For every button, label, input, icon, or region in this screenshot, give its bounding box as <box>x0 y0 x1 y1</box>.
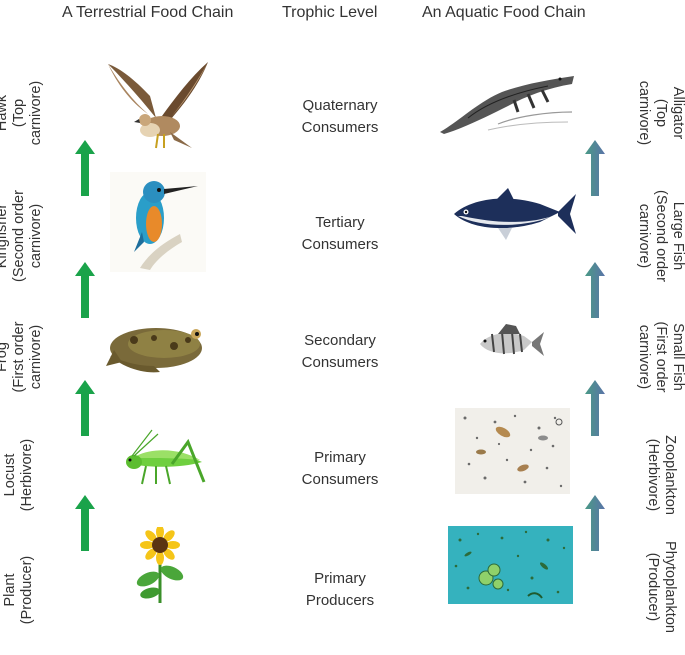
terrestrial-label-plant: Plant (Producer) <box>0 525 43 655</box>
zooplankton-icon <box>455 408 570 494</box>
label-line3: carnivore) <box>636 292 653 422</box>
label-line2: (Second order <box>11 171 28 301</box>
terrestrial-label-hawk: Hawk (Top carnivore) <box>0 48 43 178</box>
label-line3: carnivore) <box>28 171 45 301</box>
label-line1: Frog <box>0 292 11 422</box>
label-line1: Locust <box>2 410 19 540</box>
up-arrow-icon <box>75 495 95 551</box>
label-line2: (Producer) <box>19 525 36 655</box>
label-line3: carnivore) <box>636 171 653 301</box>
hawk-icon <box>100 58 215 153</box>
terrestrial-label-frog: Frog (First order carnivore) <box>0 292 43 422</box>
label-line3: carnivore) <box>28 292 45 422</box>
level-line1: Primary <box>265 568 415 590</box>
label-line1: Zooplankton <box>661 410 678 540</box>
terrestrial-chain-header: A Terrestrial Food Chain <box>62 4 233 22</box>
label-line3: carnivore) <box>636 48 653 178</box>
aquatic-label-alligator: Alligator (Top carnivore) <box>637 48 685 178</box>
level-line2: Consumers <box>265 469 415 491</box>
level-tertiary-consumers: Tertiary Consumers <box>265 212 415 256</box>
label-line2: (Second order <box>653 171 670 301</box>
kingfisher-icon <box>110 172 206 272</box>
up-arrow-icon <box>585 140 605 196</box>
level-line2: Consumers <box>265 234 415 256</box>
label-line1: Plant <box>2 525 19 655</box>
aquatic-label-zooplankton: Zooplankton (Herbivore) <box>637 410 685 540</box>
label-line2: (First order <box>11 292 28 422</box>
label-line3: carnivore) <box>28 48 45 178</box>
frog-icon <box>104 310 212 382</box>
label-line1: Small Fish <box>670 292 685 422</box>
label-line2: (First order <box>653 292 670 422</box>
label-line2: (Top <box>11 48 28 178</box>
level-line2: Consumers <box>265 117 415 139</box>
level-line1: Secondary <box>265 330 415 352</box>
label-line1: Large Fish <box>670 171 685 301</box>
aquatic-chain-header: An Aquatic Food Chain <box>422 4 586 22</box>
sunflower-icon <box>132 527 188 603</box>
up-arrow-icon <box>75 262 95 318</box>
up-arrow-icon <box>585 262 605 318</box>
aquatic-label-phytoplankton: Phytoplankton (Producer) <box>637 522 685 652</box>
level-line1: Primary <box>265 447 415 469</box>
up-arrow-icon <box>585 380 605 436</box>
level-line1: Quaternary <box>265 95 415 117</box>
label-line2: (Herbivore) <box>19 410 36 540</box>
up-arrow-icon <box>75 140 95 196</box>
level-line2: Producers <box>265 590 415 612</box>
label-line2: (Herbivore) <box>644 410 661 540</box>
tuna-icon <box>448 186 578 242</box>
level-quaternary-consumers: Quaternary Consumers <box>265 95 415 139</box>
level-line1: Tertiary <box>265 212 415 234</box>
level-secondary-consumers: Secondary Consumers <box>265 330 415 374</box>
label-line2: (Producer) <box>644 522 661 652</box>
level-primary-producers: Primary Producers <box>265 568 415 612</box>
aquatic-label-small-fish: Small Fish (First order carnivore) <box>637 292 685 422</box>
level-primary-consumers: Primary Consumers <box>265 447 415 491</box>
label-line2: (Top <box>653 48 670 178</box>
label-line1: Kingfisher <box>0 171 11 301</box>
locust-icon <box>112 428 210 490</box>
up-arrow-icon <box>585 495 605 551</box>
aquatic-label-large-fish: Large Fish (Second order carnivore) <box>637 171 685 301</box>
up-arrow-icon <box>75 380 95 436</box>
trophic-level-header: Trophic Level <box>282 4 377 22</box>
perch-icon <box>476 322 546 364</box>
level-line2: Consumers <box>265 352 415 374</box>
label-line1: Phytoplankton <box>661 522 678 652</box>
label-line1: Hawk <box>0 48 11 178</box>
phytoplankton-icon <box>448 526 573 604</box>
terrestrial-label-locust: Locust (Herbivore) <box>0 410 43 540</box>
terrestrial-label-kingfisher: Kingfisher (Second order carnivore) <box>0 171 43 301</box>
alligator-icon <box>438 62 576 136</box>
label-line1: Alligator <box>670 48 685 178</box>
